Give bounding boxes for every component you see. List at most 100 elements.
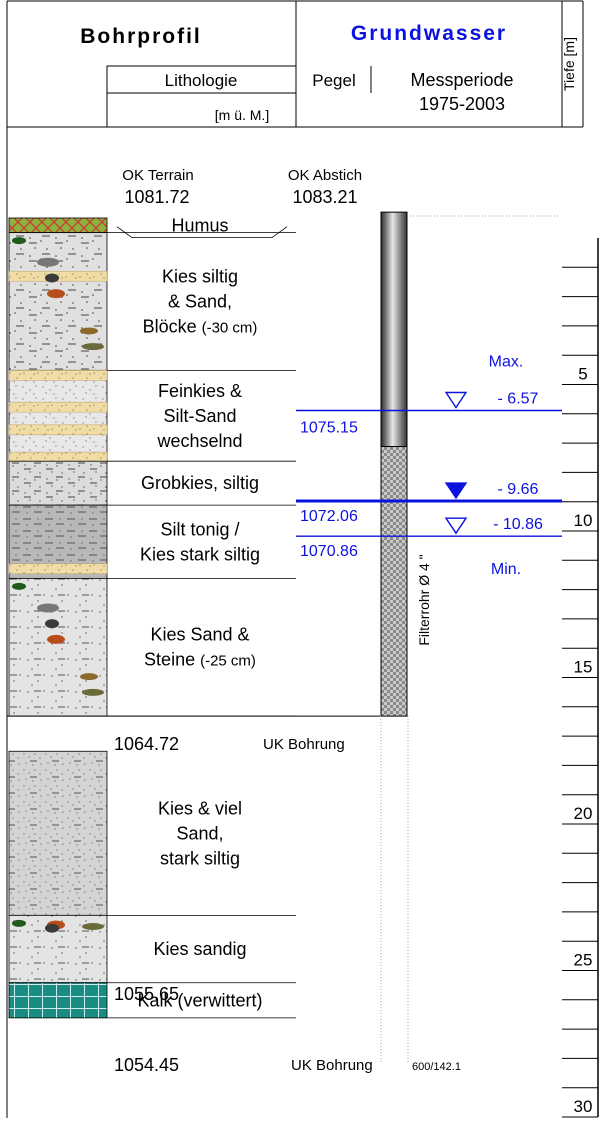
- gauge-label: Pegel: [312, 71, 355, 90]
- water-levels: - 6.57 1075.15 Max. - 9.66 1072.06 - 10.86 107…: [296, 354, 562, 578]
- layer-kalk: Kalk (verwittert): [8, 982, 296, 1019]
- layer-pattern: [8, 750, 108, 916]
- pebble: [12, 919, 26, 927]
- water-marker-icon: [444, 517, 468, 535]
- layer-label: Grobkies, siltig: [141, 473, 259, 493]
- kies-sandig-bottom-value: 1055.65: [114, 984, 179, 1004]
- layer-kies-siltig-sand: Kies siltig & Sand, Blöcke (-30 cm): [8, 232, 296, 371]
- layer-pattern: [8, 217, 108, 234]
- layer-label: Humus: [171, 215, 228, 235]
- water-elevation-label: 1072.06: [300, 508, 358, 525]
- depth-tick-label: 20: [574, 804, 593, 823]
- pebble: [37, 603, 59, 613]
- lithology-label: Lithologie: [165, 71, 238, 90]
- header-frame: [6, 0, 584, 1118]
- layer-humus: Humus: [8, 215, 296, 235]
- period-label: Messperiode: [410, 70, 513, 90]
- title-grundwasser: Grundwasser: [351, 22, 507, 45]
- uk-bohrung-1-label: UK Bohrung: [263, 736, 345, 753]
- layer-grobkies-siltig: Grobkies, siltig: [8, 460, 296, 506]
- uk-bohrung-2-code: 600/142.1: [412, 1061, 461, 1073]
- pebble: [45, 923, 59, 933]
- water-depth-label: - 6.57: [498, 391, 539, 408]
- pebble: [80, 327, 98, 335]
- pebble: [12, 582, 26, 590]
- period-years: 1975-2003: [419, 94, 505, 114]
- layer-label: Sand,: [176, 823, 223, 843]
- pebble: [82, 343, 104, 351]
- depth-tick-label: 15: [574, 658, 593, 677]
- water-extreme-label: Min.: [491, 561, 521, 578]
- pipe-screen: [380, 446, 408, 717]
- layer-feinkies-silt-sand: Feinkies & Silt-Sand wechselnd: [8, 369, 296, 463]
- layer-pattern: [8, 982, 108, 1019]
- gauge-top-label: OK Abstich: [288, 167, 362, 184]
- title-bohrprofil: Bohrprofil: [80, 25, 201, 48]
- pebble: [47, 634, 65, 644]
- layer-label: Silt-Sand: [163, 406, 236, 426]
- layer-label: wechselnd: [156, 431, 242, 451]
- water-depth-label: - 10.86: [493, 516, 543, 533]
- sand-band: [8, 451, 108, 463]
- layer-kies-sand-steine: Kies Sand & Steine (-25 cm): [8, 577, 296, 717]
- water-level-mean: - 9.66 1072.06: [296, 481, 562, 525]
- depth-tick-label: 25: [574, 951, 593, 970]
- water-marker-icon: [444, 482, 468, 500]
- layer-label: Kies & viel: [158, 798, 242, 818]
- depth-tick-label: 5: [578, 365, 587, 384]
- layer-label: Silt tonig /: [160, 519, 239, 539]
- humus-callout: [116, 226, 288, 239]
- pipe-solid: [380, 211, 408, 448]
- layer-label: stark siltig: [160, 848, 240, 868]
- pebble: [12, 237, 26, 245]
- layer-pattern: [8, 369, 108, 462]
- sand-band: [8, 401, 108, 413]
- sand-band: [8, 424, 108, 436]
- pebble: [47, 289, 65, 299]
- sand-band: [8, 370, 108, 381]
- water-elevation-label: 1075.15: [300, 420, 358, 437]
- gauge-pipe: [380, 211, 560, 1062]
- filter-pipe-label: Filterrohr Ø 4 ": [416, 554, 432, 645]
- water-elevation-label: 1070.86: [300, 543, 358, 560]
- layer-label: Kies stark siltig: [140, 544, 260, 564]
- pebble: [82, 688, 104, 696]
- layer-label: Feinkies &: [158, 381, 242, 401]
- layer-label: & Sand,: [168, 292, 232, 312]
- water-extreme-label: Max.: [489, 354, 524, 371]
- depth-tick-label: 10: [574, 511, 593, 530]
- layer-label: Kies siltig: [162, 267, 238, 287]
- gauge-top-value: 1083.21: [292, 187, 357, 207]
- layer-label: Steine (-25 cm): [144, 650, 256, 670]
- title-depth: Tiefe [m]: [561, 37, 577, 91]
- layer-kies-sandig: Kies sandig: [8, 914, 296, 984]
- uk-bohrung-2-value: 1054.45: [114, 1055, 179, 1075]
- layer-label: Kies Sand &: [150, 625, 249, 645]
- elevation-unit: [m ü. M.]: [215, 107, 269, 123]
- pebble: [82, 923, 104, 931]
- layer-label: Kies sandig: [153, 939, 246, 959]
- depth-axis: 5 10 15 20 25 30: [562, 238, 599, 1118]
- depth-tick-label: 30: [574, 1097, 593, 1116]
- terrain-value: 1081.72: [124, 187, 189, 207]
- layer-label: Blöcke (-30 cm): [143, 317, 258, 337]
- sand-band: [8, 563, 108, 574]
- water-marker-icon: [444, 391, 468, 409]
- layer-pattern: [8, 460, 108, 506]
- pebble: [37, 257, 59, 267]
- pebble: [45, 273, 59, 283]
- layer-label: Kalk (verwittert): [137, 990, 262, 1010]
- terrain-label: OK Terrain: [122, 167, 193, 184]
- pebble: [80, 673, 98, 681]
- pebble: [45, 619, 59, 629]
- layer-silt-tonig: Silt tonig / Kies stark siltig: [8, 504, 296, 579]
- uk-bohrung-2-label: UK Bohrung: [291, 1057, 373, 1074]
- water-level-max: - 6.57 1075.15 Max.: [296, 354, 562, 437]
- water-depth-label: - 9.66: [498, 481, 539, 498]
- uk-bohrung-1-value: 1064.72: [114, 734, 179, 754]
